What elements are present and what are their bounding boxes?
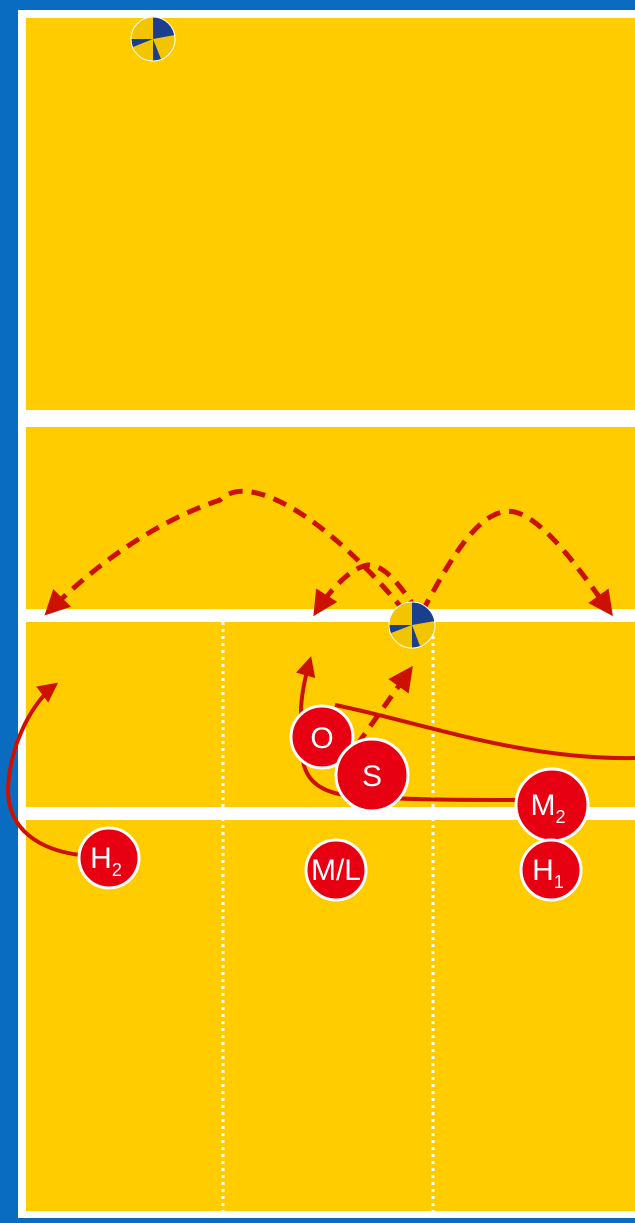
player-h2-label: H [90,842,112,875]
set-path-middle [313,562,421,617]
player-h2[interactable]: H2 [77,826,141,890]
player-m2-label: M [530,789,555,822]
player-s[interactable]: S [334,737,410,813]
svg-text:S: S [362,760,382,793]
player-h1[interactable]: H1 [519,838,583,902]
svg-text:H2: H2 [90,842,122,880]
setter-run-path [354,665,413,747]
player-h1-circle [519,838,583,902]
player-m2-sub: 2 [555,807,565,827]
player-h1-label: H [532,854,554,887]
player-s-label: S [362,760,382,793]
svg-text:M/L: M/L [311,854,361,887]
player-h2-sub: 2 [112,860,122,880]
player-o-circle [289,704,355,770]
player-m2[interactable]: M2 [514,767,590,843]
svg-text:M2: M2 [530,789,565,827]
player-ml-label: M/L [311,854,361,887]
player-o[interactable]: O [289,704,355,770]
set-trajectories [44,488,613,747]
opponent-attack-zone [26,427,635,609]
player-ml-circle [304,838,368,902]
player-s-circle [334,737,410,813]
set-path-right [419,508,613,617]
svg-text:H1: H1 [532,854,564,892]
o-run-path [334,703,635,761]
player-h2-circle [77,826,141,890]
opponent-court [26,18,635,410]
volleyball-icon[interactable] [130,16,176,62]
svg-text:O: O [310,722,333,755]
player-o-label: O [310,722,333,755]
h2-run-path [5,682,81,857]
player-h1-sub: 1 [554,872,564,892]
volleyball-icon[interactable] [388,601,436,649]
set-path-left [44,488,407,616]
player-ml[interactable]: M/L [304,838,368,902]
